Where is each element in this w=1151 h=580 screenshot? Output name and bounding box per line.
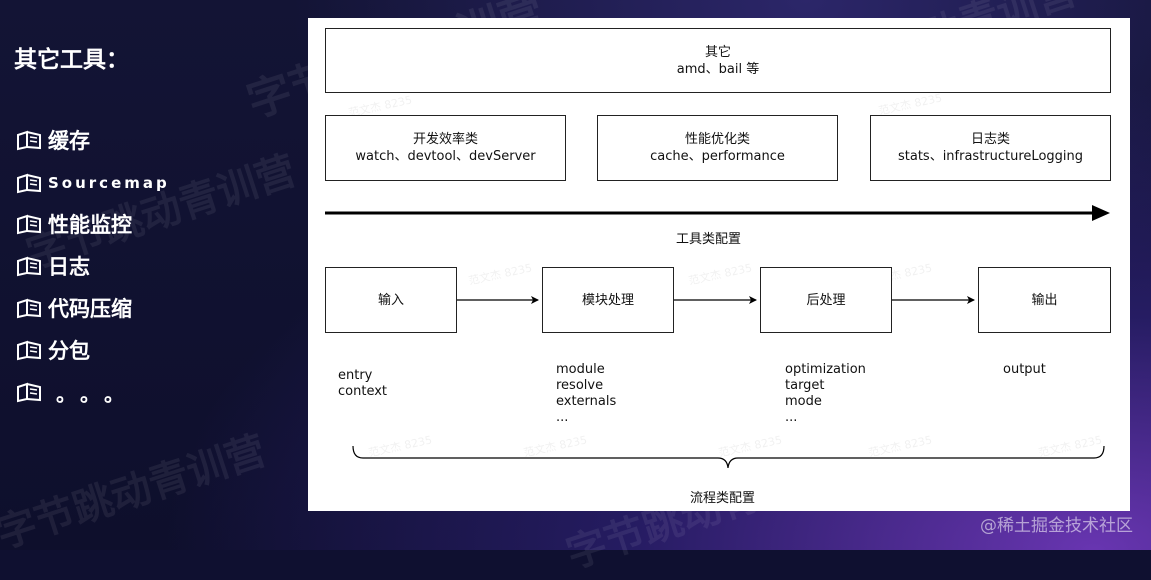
list-item: externals bbox=[556, 394, 617, 409]
sidebar-item-label: 缓存 bbox=[48, 129, 90, 153]
box-title: 输入 bbox=[377, 292, 404, 308]
performance-box: 性能优化类 cache、performance bbox=[597, 115, 838, 181]
book-icon bbox=[16, 297, 42, 319]
arrow-head-icon bbox=[1092, 205, 1110, 221]
box-title: 性能优化类 bbox=[684, 132, 750, 147]
brace bbox=[352, 445, 1105, 469]
output-box: 输出 bbox=[978, 267, 1111, 333]
list-item: resolve bbox=[556, 378, 604, 393]
flow-config-label: 流程类配置 bbox=[690, 491, 756, 506]
sidebar-item-minify: 代码压缩 bbox=[16, 293, 132, 323]
source-watermark: @稀土掘金技术社区 bbox=[980, 516, 1133, 536]
box-title: 输出 bbox=[1031, 292, 1058, 308]
box-subtitle: stats、infrastructureLogging bbox=[897, 149, 1083, 164]
module-box: 模块处理 bbox=[542, 267, 674, 333]
list-item: entry bbox=[338, 368, 373, 383]
list-item: ... bbox=[556, 410, 569, 425]
sidebar-item-sourcemap: Sourcemap bbox=[16, 168, 170, 198]
box-subtitle: watch、devtool、devServer bbox=[355, 149, 536, 164]
sidebar-item-label: Sourcemap bbox=[48, 174, 170, 192]
input-box: 输入 bbox=[325, 267, 457, 333]
dev-efficiency-box: 开发效率类 watch、devtool、devServer bbox=[325, 115, 566, 181]
post-process-box: 后处理 bbox=[760, 267, 892, 333]
sidebar-item-label: 性能监控 bbox=[48, 213, 132, 237]
box-subtitle: cache、performance bbox=[650, 149, 785, 164]
other-box: 其它 amd、bail 等 bbox=[325, 28, 1111, 93]
box-subtitle: amd、bail 等 bbox=[676, 61, 760, 77]
box-title: 其它 bbox=[704, 44, 731, 60]
sidebar-item-label: 。。。 bbox=[56, 381, 138, 406]
sidebar-item-label: 代码压缩 bbox=[48, 297, 132, 321]
sidebar-title: 其它工具： bbox=[14, 47, 129, 73]
book-icon bbox=[16, 129, 42, 151]
diagram-lines bbox=[325, 205, 1110, 469]
sidebar-item-label: 分包 bbox=[48, 339, 90, 363]
list-item: optimization bbox=[785, 362, 866, 377]
sidebar-item-log: 日志 bbox=[16, 251, 90, 281]
list-item: output bbox=[1003, 362, 1046, 377]
post-process-options: optimization target mode ... bbox=[785, 362, 866, 426]
box-title: 后处理 bbox=[806, 292, 846, 308]
sidebar-item-cache: 缓存 bbox=[16, 125, 90, 155]
list-item: ... bbox=[785, 410, 798, 425]
sidebar-item-label: 日志 bbox=[48, 255, 90, 279]
book-icon bbox=[16, 381, 42, 403]
sidebar-item-split: 分包 bbox=[16, 335, 90, 365]
list-item: context bbox=[338, 384, 387, 399]
book-icon bbox=[16, 172, 42, 194]
list-item: module bbox=[556, 362, 605, 377]
box-title: 模块处理 bbox=[581, 292, 634, 308]
tool-config-label: 工具类配置 bbox=[676, 232, 742, 247]
log-box: 日志类 stats、infrastructureLogging bbox=[870, 115, 1111, 181]
diagram-panel: 范文杰 8235 范文杰 8235 范文杰 8235 范文杰 8235 范文杰 … bbox=[308, 18, 1130, 511]
book-icon bbox=[16, 339, 42, 361]
sidebar-item-more: 。。。 bbox=[16, 377, 138, 407]
book-icon bbox=[16, 213, 42, 235]
book-icon bbox=[16, 255, 42, 277]
list-item: target bbox=[785, 378, 825, 393]
output-options: output bbox=[1003, 362, 1046, 378]
list-item: mode bbox=[785, 394, 822, 409]
box-title: 日志类 bbox=[970, 132, 1010, 147]
input-options: entry context bbox=[338, 368, 387, 400]
box-title: 开发效率类 bbox=[412, 132, 478, 147]
module-options: module resolve externals ... bbox=[556, 362, 616, 426]
sidebar-item-performance: 性能监控 bbox=[16, 209, 132, 239]
